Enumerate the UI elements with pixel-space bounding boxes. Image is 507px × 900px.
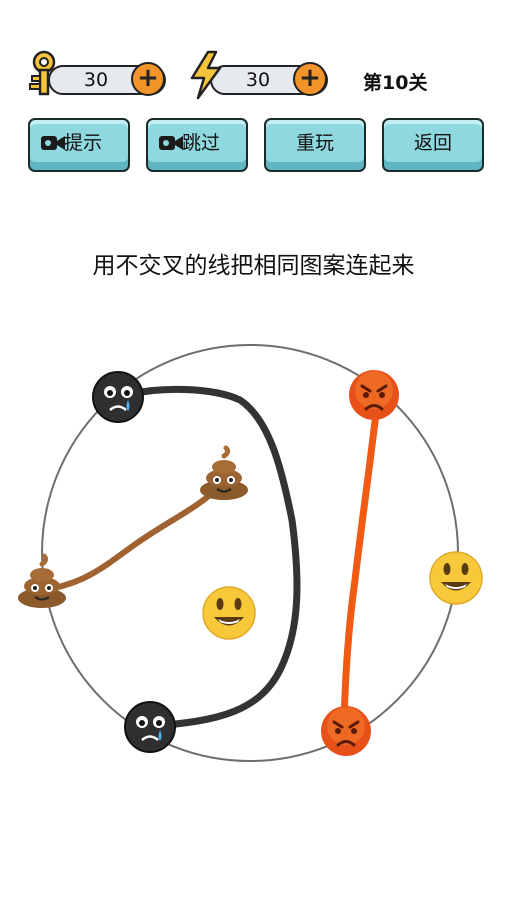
crying-face-icon[interactable] [124, 701, 176, 753]
poop-icon[interactable] [18, 553, 66, 608]
instruction-text: 用不交叉的线把相同图案连起来 [92, 253, 415, 279]
skip-button[interactable]: 跳过 [146, 118, 248, 172]
poop-icon[interactable] [200, 445, 248, 500]
back-label: 返回 [413, 132, 452, 154]
angry-face-icon[interactable] [349, 370, 399, 420]
game-board[interactable] [0, 320, 507, 800]
angry-face-connection-line [340, 392, 382, 730]
crying-face-connection-line [114, 385, 301, 730]
level-label: 第10关 [363, 72, 428, 94]
hint-button[interactable]: 提示 [28, 118, 130, 172]
key-icon [29, 50, 56, 96]
hint-label: 提示 [64, 132, 103, 154]
top-bar: 30 + 30 + 第10关 [0, 0, 507, 110]
plus-icon: + [137, 63, 159, 93]
angry-face-icon[interactable] [321, 706, 371, 756]
add-keys-button[interactable]: + [131, 62, 165, 96]
add-energy-button[interactable]: + [293, 62, 327, 96]
video-camera-icon [41, 136, 65, 150]
smiley-face-icon[interactable] [202, 586, 256, 640]
key-count: 30 [83, 69, 109, 91]
key-counter: 30 + [26, 50, 172, 96]
replay-label: 重玩 [295, 132, 334, 154]
crying-face-icon[interactable] [92, 371, 144, 423]
poop-connection-line [39, 479, 227, 593]
video-camera-icon [159, 136, 183, 150]
plus-icon: + [299, 63, 321, 93]
energy-counter: 30 + [188, 50, 334, 100]
smiley-face-icon[interactable] [429, 551, 483, 605]
back-button[interactable]: 返回 [382, 118, 484, 172]
energy-count: 30 [245, 69, 271, 91]
replay-button[interactable]: 重玩 [264, 118, 366, 172]
skip-label: 跳过 [182, 132, 221, 154]
lightning-icon [190, 50, 222, 100]
